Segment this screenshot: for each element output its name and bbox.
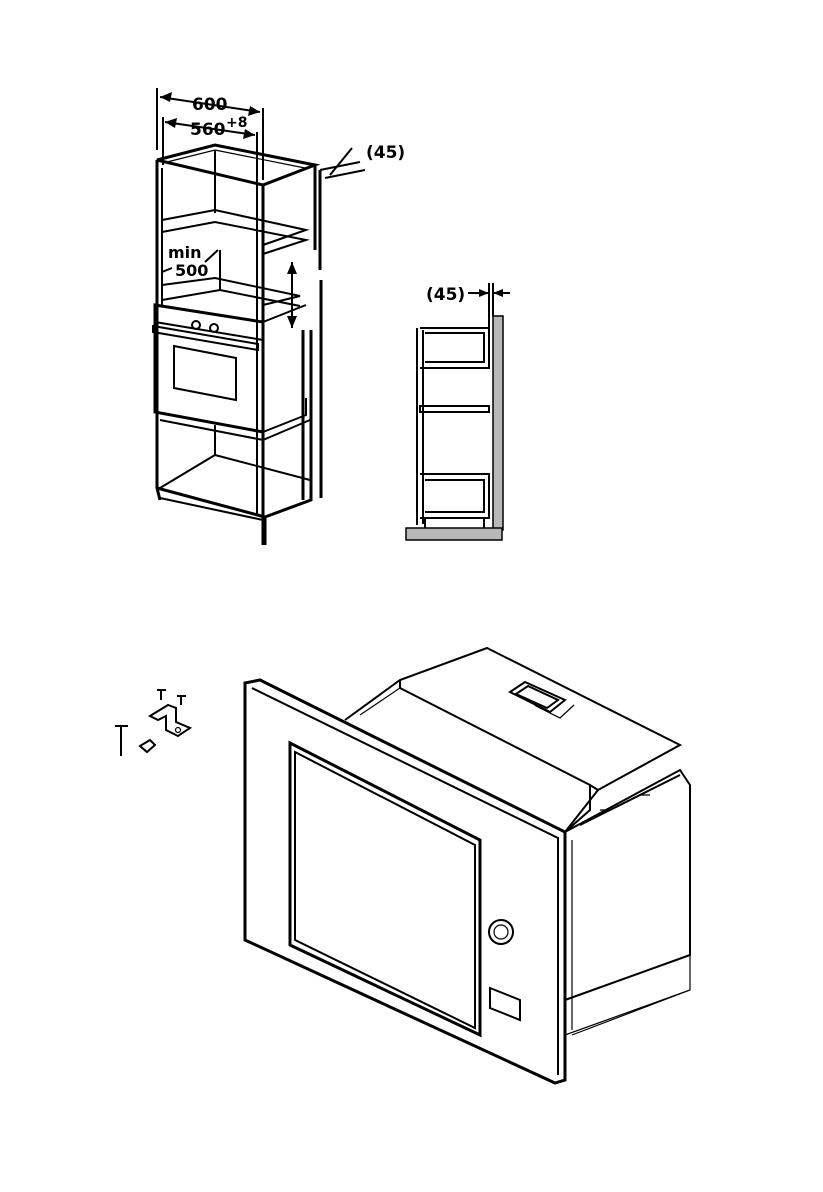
top-gap-label: (45) [366,143,405,163]
inner-width-label: 560 [190,120,226,140]
outer-width-label: 600 [192,95,228,115]
rear-gap-label: (45) [426,285,465,305]
mounting-parts [115,690,190,756]
control-knob-icon [489,920,513,944]
side-section-diagram: (45) [406,283,510,540]
inner-width-tolerance-label: +8 [226,115,247,131]
min-depth-label: 500 [175,261,208,280]
long-screw-icon [115,726,128,756]
screw-icon [177,696,186,705]
microwave-diagram [245,648,690,1083]
min-label: min [168,243,202,262]
door-button-icon [490,988,520,1020]
screw-icon [157,690,166,700]
cabinet-perspective-diagram: 600 560 +8 (45) min 500 [153,88,405,545]
bracket-icon [150,705,190,736]
cap-icon [140,740,155,752]
